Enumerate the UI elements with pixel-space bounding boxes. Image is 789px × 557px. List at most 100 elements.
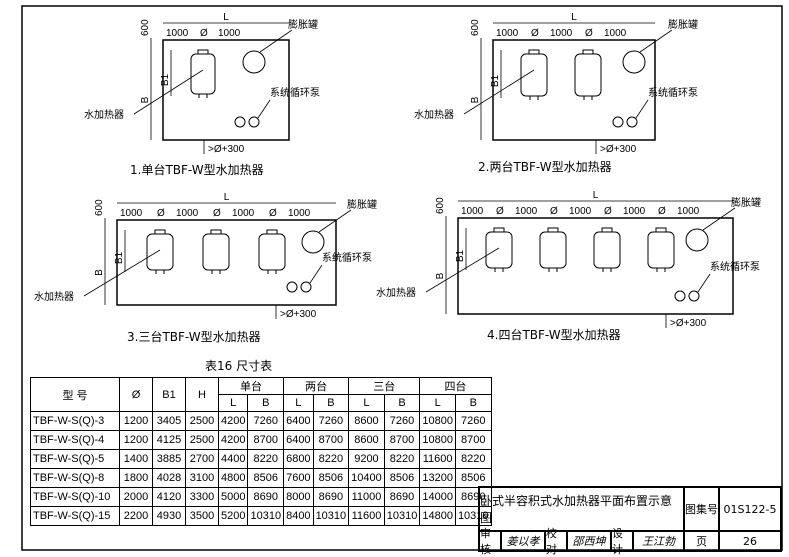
leader-line bbox=[639, 29, 673, 53]
table-cell: 11000 bbox=[348, 487, 385, 507]
table-cell: 14800 bbox=[419, 506, 456, 526]
dimension-1000-label: 1000 bbox=[166, 28, 189, 39]
leader-line bbox=[309, 264, 323, 284]
dimension-phi-label: Ø bbox=[200, 28, 208, 39]
dimension-1000-label: 1000 bbox=[550, 28, 573, 39]
table-title: 表16 尺寸表 bbox=[205, 359, 273, 373]
dimension-phi-label: Ø bbox=[658, 206, 666, 217]
table-cell: 9200 bbox=[348, 449, 385, 469]
table-cell: 8506 bbox=[247, 468, 285, 488]
table-cell: 8700 bbox=[247, 430, 285, 450]
dimension-1000-label: 1000 bbox=[515, 206, 538, 217]
clearance-label: >Ø+300 bbox=[600, 144, 637, 155]
table-cell: 8400 bbox=[283, 506, 314, 526]
model-cell: TBF-W-S(Q)-8 bbox=[30, 468, 120, 488]
dimension-phi-label: Ø bbox=[550, 206, 558, 217]
table-cell: 4930 bbox=[152, 506, 186, 526]
circulation-pump bbox=[234, 116, 246, 128]
dimension-1000-label: 1000 bbox=[677, 206, 700, 217]
expansion-tank-label: 膨胀罐 bbox=[347, 198, 377, 211]
heater-tank bbox=[520, 53, 548, 97]
check-label: 校对 bbox=[545, 527, 567, 556]
table-cell: 8600 bbox=[348, 430, 385, 450]
table-cell: 3885 bbox=[152, 449, 186, 469]
leader-line bbox=[133, 69, 204, 115]
table-cell: 7600 bbox=[283, 468, 314, 488]
table-cell: 10800 bbox=[419, 430, 456, 450]
col-group-three: 三台 bbox=[348, 377, 421, 395]
table-cell: 8700 bbox=[312, 430, 350, 450]
dimension-1000-label: 1000 bbox=[604, 28, 627, 39]
heater-flange bbox=[655, 227, 667, 233]
dimension-600-label: 600 bbox=[94, 199, 105, 216]
heater-flange bbox=[582, 49, 594, 55]
dimension-b-label: B bbox=[435, 272, 446, 279]
col-b: B bbox=[454, 394, 492, 412]
expansion-tank-label: 膨胀罐 bbox=[731, 196, 761, 209]
clearance-label: >Ø+300 bbox=[208, 144, 245, 155]
room-outline bbox=[162, 39, 290, 141]
table-cell: 3100 bbox=[185, 468, 219, 488]
circulation-pump bbox=[626, 116, 638, 128]
col-b: B bbox=[383, 394, 421, 412]
table-cell: 3405 bbox=[152, 411, 186, 431]
room-outline bbox=[457, 217, 734, 315]
table-cell: 8220 bbox=[247, 449, 285, 469]
col-model: 型 号 bbox=[30, 377, 120, 412]
heater-tank bbox=[146, 233, 174, 271]
room-outline bbox=[492, 39, 656, 141]
circulation-pump bbox=[688, 290, 700, 302]
table-cell: 2500 bbox=[185, 430, 219, 450]
dimension-l-label: L bbox=[571, 12, 577, 23]
table-cell: 8000 bbox=[283, 487, 314, 507]
dimension-phi-label: Ø bbox=[213, 208, 221, 219]
title-block: 卧式半容积式水加热器平面布置示意图 图集号 01S122-5 审核 姜以孝 校对… bbox=[478, 486, 782, 556]
checker-signature: 邵西坤 bbox=[567, 531, 611, 551]
leader-line bbox=[697, 273, 711, 293]
table-cell: 2700 bbox=[185, 449, 219, 469]
table-cell: 4028 bbox=[152, 468, 186, 488]
dimension-b-label: B bbox=[470, 96, 481, 103]
dimension-1000-label: 1000 bbox=[232, 208, 255, 219]
heater-tank bbox=[647, 231, 675, 269]
model-cell: TBF-W-S(Q)-3 bbox=[30, 411, 120, 431]
dimension-1000-label: 1000 bbox=[496, 28, 519, 39]
dimension-1000-label: 1000 bbox=[288, 208, 311, 219]
dimension-phi-label: Ø bbox=[604, 206, 612, 217]
table-cell: 8700 bbox=[383, 430, 421, 450]
sheet-border bbox=[21, 5, 783, 551]
dimension-b1-label: B1 bbox=[160, 73, 171, 86]
expansion-tank bbox=[242, 50, 266, 74]
dimension-phi-label: Ø bbox=[157, 208, 165, 219]
expansion-tank bbox=[685, 228, 709, 252]
col-group-two: 两台 bbox=[283, 377, 350, 395]
table-cell: 1800 bbox=[119, 468, 153, 488]
table-cell: 10310 bbox=[247, 506, 285, 526]
heater-flange bbox=[547, 227, 559, 233]
heater-tank bbox=[574, 53, 602, 97]
water-heater-label: 水加热器 bbox=[376, 286, 416, 299]
table-cell: 5200 bbox=[217, 506, 249, 526]
dimension-1000-label: 1000 bbox=[623, 206, 646, 217]
table-cell: 11600 bbox=[419, 449, 456, 469]
expansion-tank-label: 膨胀罐 bbox=[288, 18, 318, 31]
figure-caption-1: 1.单台TBF-W型水加热器 bbox=[130, 163, 264, 177]
model-cell: TBF-W-S(Q)-15 bbox=[30, 506, 120, 526]
atlas-label: 图集号 bbox=[684, 487, 719, 531]
water-heater-label: 水加热器 bbox=[84, 108, 124, 121]
leader-line bbox=[83, 249, 161, 297]
figure-caption-2: 2.两台TBF-W型水加热器 bbox=[478, 160, 612, 174]
table-cell: 6800 bbox=[283, 449, 314, 469]
dimension-b1-label: B1 bbox=[455, 249, 466, 262]
col-l: L bbox=[217, 394, 249, 412]
table-cell: 3300 bbox=[185, 487, 219, 507]
table-cell: 4800 bbox=[217, 468, 249, 488]
table-cell: 7260 bbox=[454, 411, 492, 431]
dimension-1000-label: 1000 bbox=[218, 28, 241, 39]
water-heater-label: 水加热器 bbox=[34, 290, 74, 303]
heater-flange bbox=[528, 49, 540, 55]
